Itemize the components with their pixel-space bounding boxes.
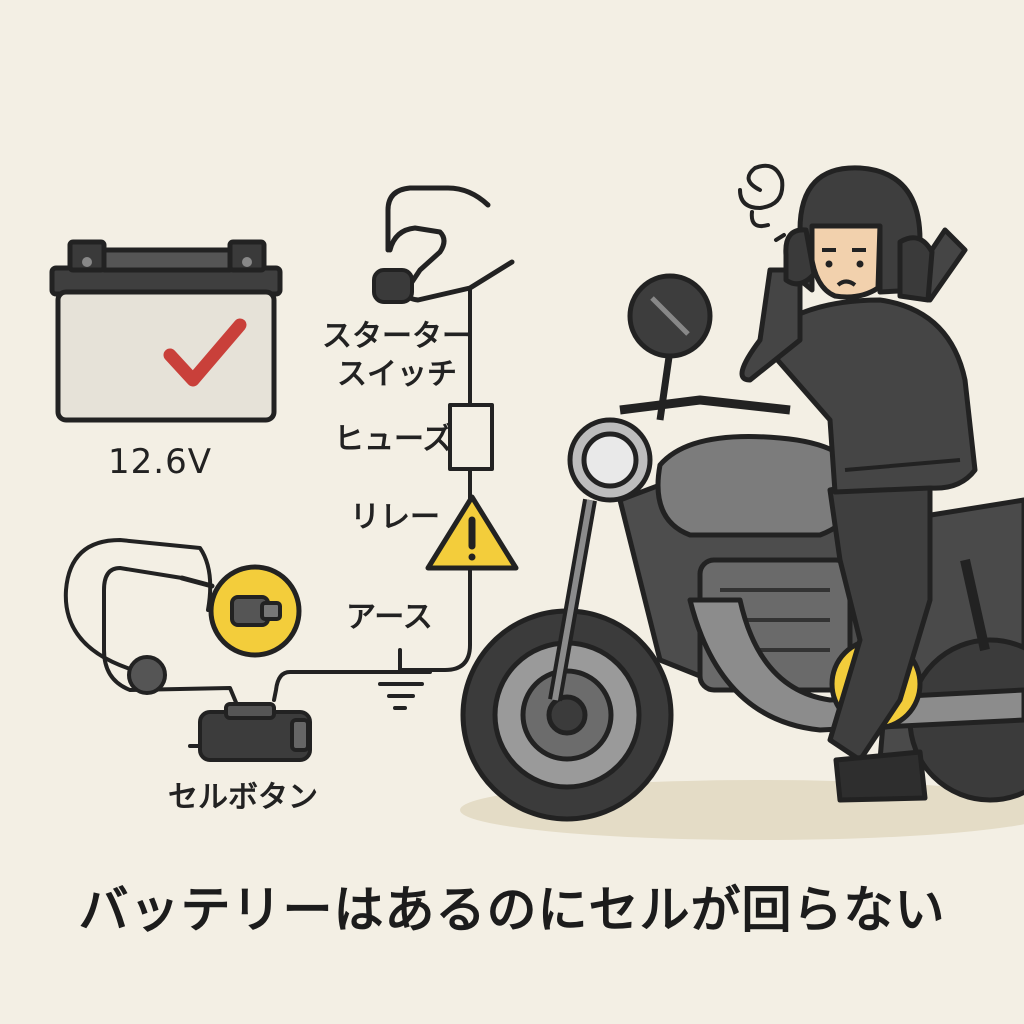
starter-button-label: セルボタン [168, 780, 318, 815]
wiring-diagram [63, 185, 519, 762]
earth-label: アース [346, 600, 433, 635]
checkmark-icon [163, 318, 247, 387]
starter-button-icon [188, 702, 312, 762]
rider [738, 163, 978, 803]
relay-label: リレー [350, 500, 440, 535]
fuse-icon [448, 403, 494, 471]
fuse-label: ヒューズ [334, 422, 453, 457]
battery [49, 239, 283, 423]
earth-icon [370, 648, 432, 710]
rider-left-arm [739, 267, 803, 383]
battery-voltage: 12.6V [108, 442, 212, 482]
connector-node [127, 655, 167, 695]
caption: バッテリーはあるのにセルが回らない [78, 881, 946, 939]
confusion-swirl-icon [738, 163, 786, 242]
starter-switch-label: スタータースイッチ [322, 319, 472, 392]
starter-switch-icon [372, 268, 414, 304]
rider-face [807, 222, 883, 300]
